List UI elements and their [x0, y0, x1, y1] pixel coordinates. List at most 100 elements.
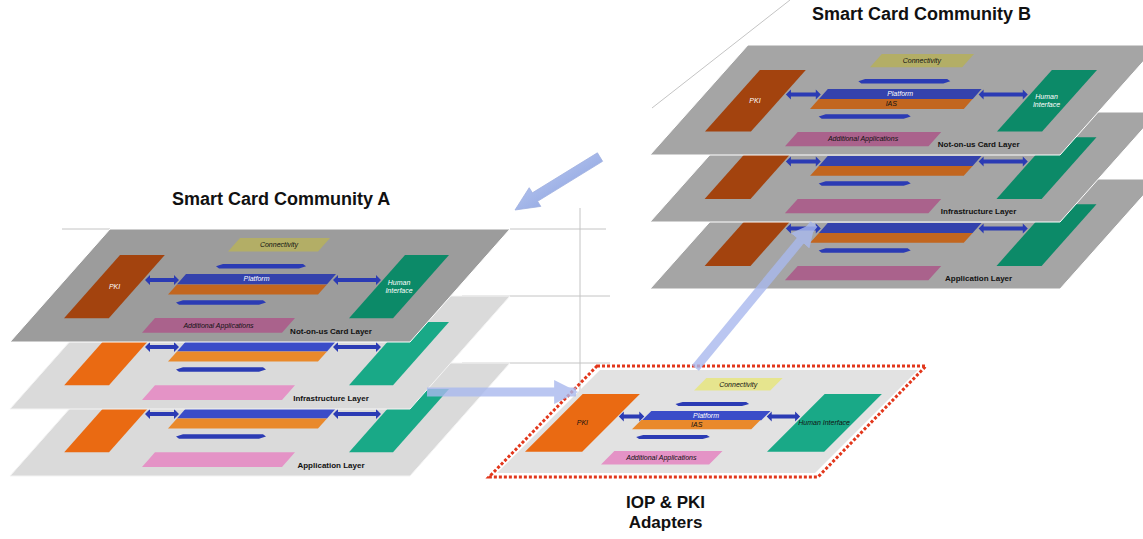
component-block: Additional Applications: [601, 451, 723, 464]
block-inner: Connectivity: [228, 238, 330, 252]
component-block: Platform: [177, 274, 336, 284]
block-fill: [601, 451, 723, 464]
block-inner: Human Interface: [997, 70, 1097, 132]
block-label: IAS: [886, 100, 897, 108]
plain-block: [168, 418, 327, 428]
block-fill: [767, 394, 882, 452]
component-block: Connectivity: [870, 54, 974, 67]
component-block: Platform: [819, 89, 982, 99]
block-label: Connectivity: [260, 241, 298, 249]
layer-name: Not-on-us Card Layer: [290, 327, 372, 337]
block-fill: [64, 255, 165, 318]
component-block: Connectivity: [228, 238, 330, 252]
plain-block: [142, 452, 295, 467]
block-fill: [785, 132, 941, 146]
plain-block: [810, 233, 973, 243]
block-inner: Connectivity: [870, 54, 974, 67]
guide-line: [62, 229, 110, 230]
block-inner: PKI: [525, 394, 640, 452]
block-label: Additional Applications: [828, 135, 898, 143]
double-arrow: [145, 342, 179, 352]
double-arrow: [767, 411, 800, 421]
block-fill: [642, 411, 771, 420]
layer-name: Infrastructure Layer: [293, 394, 369, 404]
plane-fill: [497, 370, 918, 473]
block-inner: Platform: [819, 89, 982, 99]
block-inner: Additional Applications: [601, 451, 723, 464]
block-fill: [694, 378, 783, 390]
layer-name: Not-on-us Card Layer: [938, 140, 1020, 150]
link-bar: [676, 402, 750, 406]
link-bar: [176, 367, 266, 372]
block-inner: Platform: [642, 411, 771, 420]
component-block: Additional Applications: [142, 318, 295, 333]
block-label: Platform: [693, 412, 719, 420]
link-bar: [858, 79, 950, 83]
direction-arrow: [515, 153, 603, 210]
plain-block: [168, 284, 327, 294]
component-block: IAS: [810, 99, 973, 109]
link-bar: [216, 264, 306, 269]
double-arrow: [786, 157, 821, 167]
block-label: Human Interface: [1025, 93, 1068, 108]
block-fill: [525, 394, 640, 452]
link-bar: [636, 435, 710, 439]
block-inner: Human Interface: [349, 255, 449, 318]
plain-block: [177, 408, 336, 418]
label-holder: Not-on-us Card Layer: [290, 327, 372, 337]
double-arrow: [979, 224, 1028, 234]
component-block: PKI: [705, 70, 806, 132]
label-holder: Application Layer: [945, 274, 1012, 284]
block-inner: IAS: [810, 99, 973, 109]
plain-block: [810, 166, 973, 176]
label-holder: Infrastructure Layer: [293, 394, 369, 404]
guide-line: [580, 208, 581, 392]
block-label: Platform: [887, 90, 913, 98]
flow-arrow: [695, 224, 814, 368]
block-fill: [228, 238, 330, 252]
plain-block: [785, 266, 941, 280]
double-arrow: [333, 342, 381, 352]
block-label: Human Interface: [798, 419, 850, 427]
double-arrow: [145, 275, 179, 285]
block-fill: [177, 274, 336, 284]
component-block: PKI: [525, 394, 640, 452]
layer-name: Infrastructure Layer: [941, 207, 1017, 217]
title-holder: Smart Card Community B: [812, 3, 1031, 25]
label-holder: Application Layer: [297, 461, 364, 471]
layer-name: Application Layer: [297, 461, 364, 471]
dashed-outline: [489, 366, 926, 477]
label-holder: IOP & PKI Adapters: [601, 493, 731, 533]
block-label: PKI: [577, 419, 588, 427]
block-inner: Connectivity: [694, 378, 783, 390]
block-fill: [997, 70, 1097, 132]
block-label: Additional Applications: [626, 454, 696, 462]
link-bar: [819, 181, 911, 185]
double-arrow: [333, 409, 381, 419]
component-block: PKI: [64, 255, 165, 318]
block-label: PKI: [749, 97, 760, 105]
link-bar: [819, 248, 911, 252]
flow-arrow: [427, 388, 576, 397]
block-label: Human Interface: [378, 279, 420, 294]
double-arrow: [333, 275, 381, 285]
plane-fill: [650, 45, 1143, 155]
block-inner: Additional Applications: [785, 132, 941, 146]
block-label: PKI: [109, 283, 120, 291]
link-bar: [819, 114, 911, 118]
block-inner: IAS: [632, 420, 761, 429]
plain-block: [142, 385, 295, 400]
double-arrow: [786, 90, 821, 100]
component-block: Human Interface: [997, 70, 1097, 132]
block-fill: [810, 99, 973, 109]
block-inner: Platform: [177, 274, 336, 284]
plain-block: [819, 223, 982, 233]
component-block: Additional Applications: [785, 132, 941, 146]
block-fill: [870, 54, 974, 67]
layer-plane: Not-on-us Card Layer ConnectivityPKI Platf…: [650, 45, 1143, 155]
component-block: Connectivity: [694, 378, 783, 390]
block-fill: [142, 318, 295, 333]
plane-fill: [10, 229, 510, 342]
double-arrow: [145, 409, 179, 419]
